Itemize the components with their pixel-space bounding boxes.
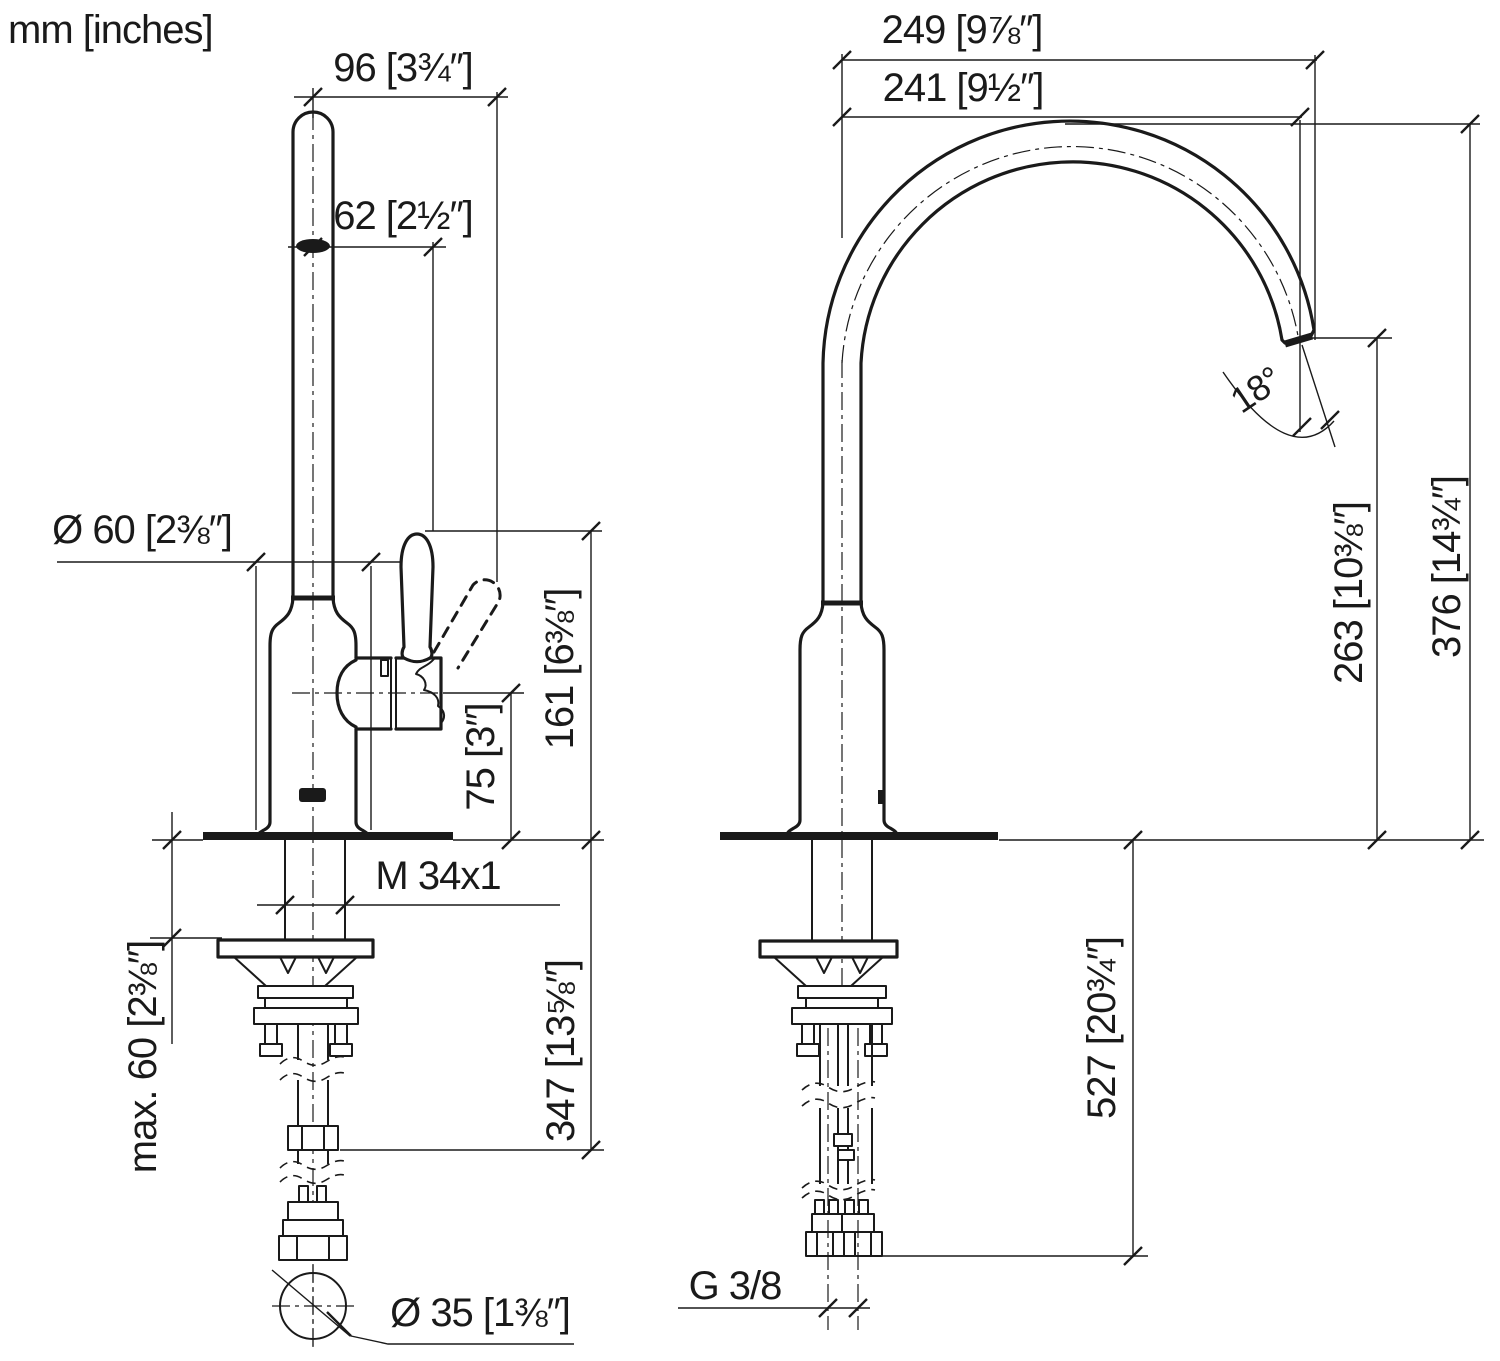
- thread-label-m34: M 34x1: [375, 854, 501, 898]
- body-label-mark: [299, 788, 326, 802]
- deck-plate-side: [720, 832, 998, 840]
- dim-dia-60: Ø 60 [2⅜″]: [52, 508, 233, 552]
- spout-inner-edge: [859, 160, 1287, 604]
- dim-376: 376 [14¾″]: [1425, 475, 1469, 659]
- dim-249: 249 [9⅞″]: [881, 8, 1044, 52]
- deck-plate-front: [203, 832, 453, 840]
- dim-dia-35: Ø 35 [1⅜″]: [390, 1291, 571, 1335]
- boss-clip-detail: [380, 659, 389, 677]
- handle-lever-alt-position: [432, 578, 502, 670]
- front-view: [203, 110, 502, 1348]
- dim-527: 527 [20¾″]: [1080, 936, 1124, 1120]
- handle-break-squiggle: [415, 658, 446, 723]
- dim-62: 62 [2½″]: [333, 194, 474, 238]
- g38-hex-nut-left: [805, 1231, 845, 1257]
- dim-max-60: max. 60 [2⅜″]: [121, 940, 165, 1174]
- side-body-right-edge: [859, 601, 899, 838]
- thread-label-g38: G 3/8: [688, 1264, 783, 1308]
- dim-347: 347 [13⅝″]: [539, 959, 583, 1143]
- dimension-lines: [57, 50, 1484, 1345]
- mounting-hardware-front: [216, 840, 375, 1261]
- dim-96: 96 [3¾″]: [333, 46, 474, 90]
- dimension-ticks: [162, 50, 1480, 1318]
- g38-hex-nut-right: [843, 1231, 883, 1257]
- side-view: [720, 119, 1316, 1330]
- mounting-hole-symbol: [272, 1265, 354, 1347]
- supply-pipe-nut: [287, 1125, 339, 1151]
- connector-hex-nut: [278, 1235, 348, 1261]
- angle-arc-18: [1222, 371, 1335, 438]
- dim-161: 161 [6⅜″]: [538, 588, 582, 750]
- side-label-mark: [878, 790, 884, 804]
- handle-lever: [399, 532, 435, 664]
- faucet-body-right-edge-lower: [354, 727, 371, 840]
- mounting-hardware-side: [758, 840, 899, 1330]
- faucet-body-left-edge: [255, 596, 295, 840]
- spout-outlet-face: [1284, 332, 1313, 348]
- dim-75: 75 [3″]: [459, 703, 503, 811]
- dim-263: 263 [10⅜″]: [1327, 501, 1371, 685]
- spout-outer-edge: [821, 119, 1316, 604]
- units-note: mm [inches]: [8, 8, 214, 52]
- faucet-body-right-edge-upper: [331, 596, 358, 660]
- side-body-left-edge: [785, 601, 825, 838]
- spout-centerline-arc: [841, 146, 1299, 364]
- dim-241: 241 [9½″]: [882, 66, 1045, 110]
